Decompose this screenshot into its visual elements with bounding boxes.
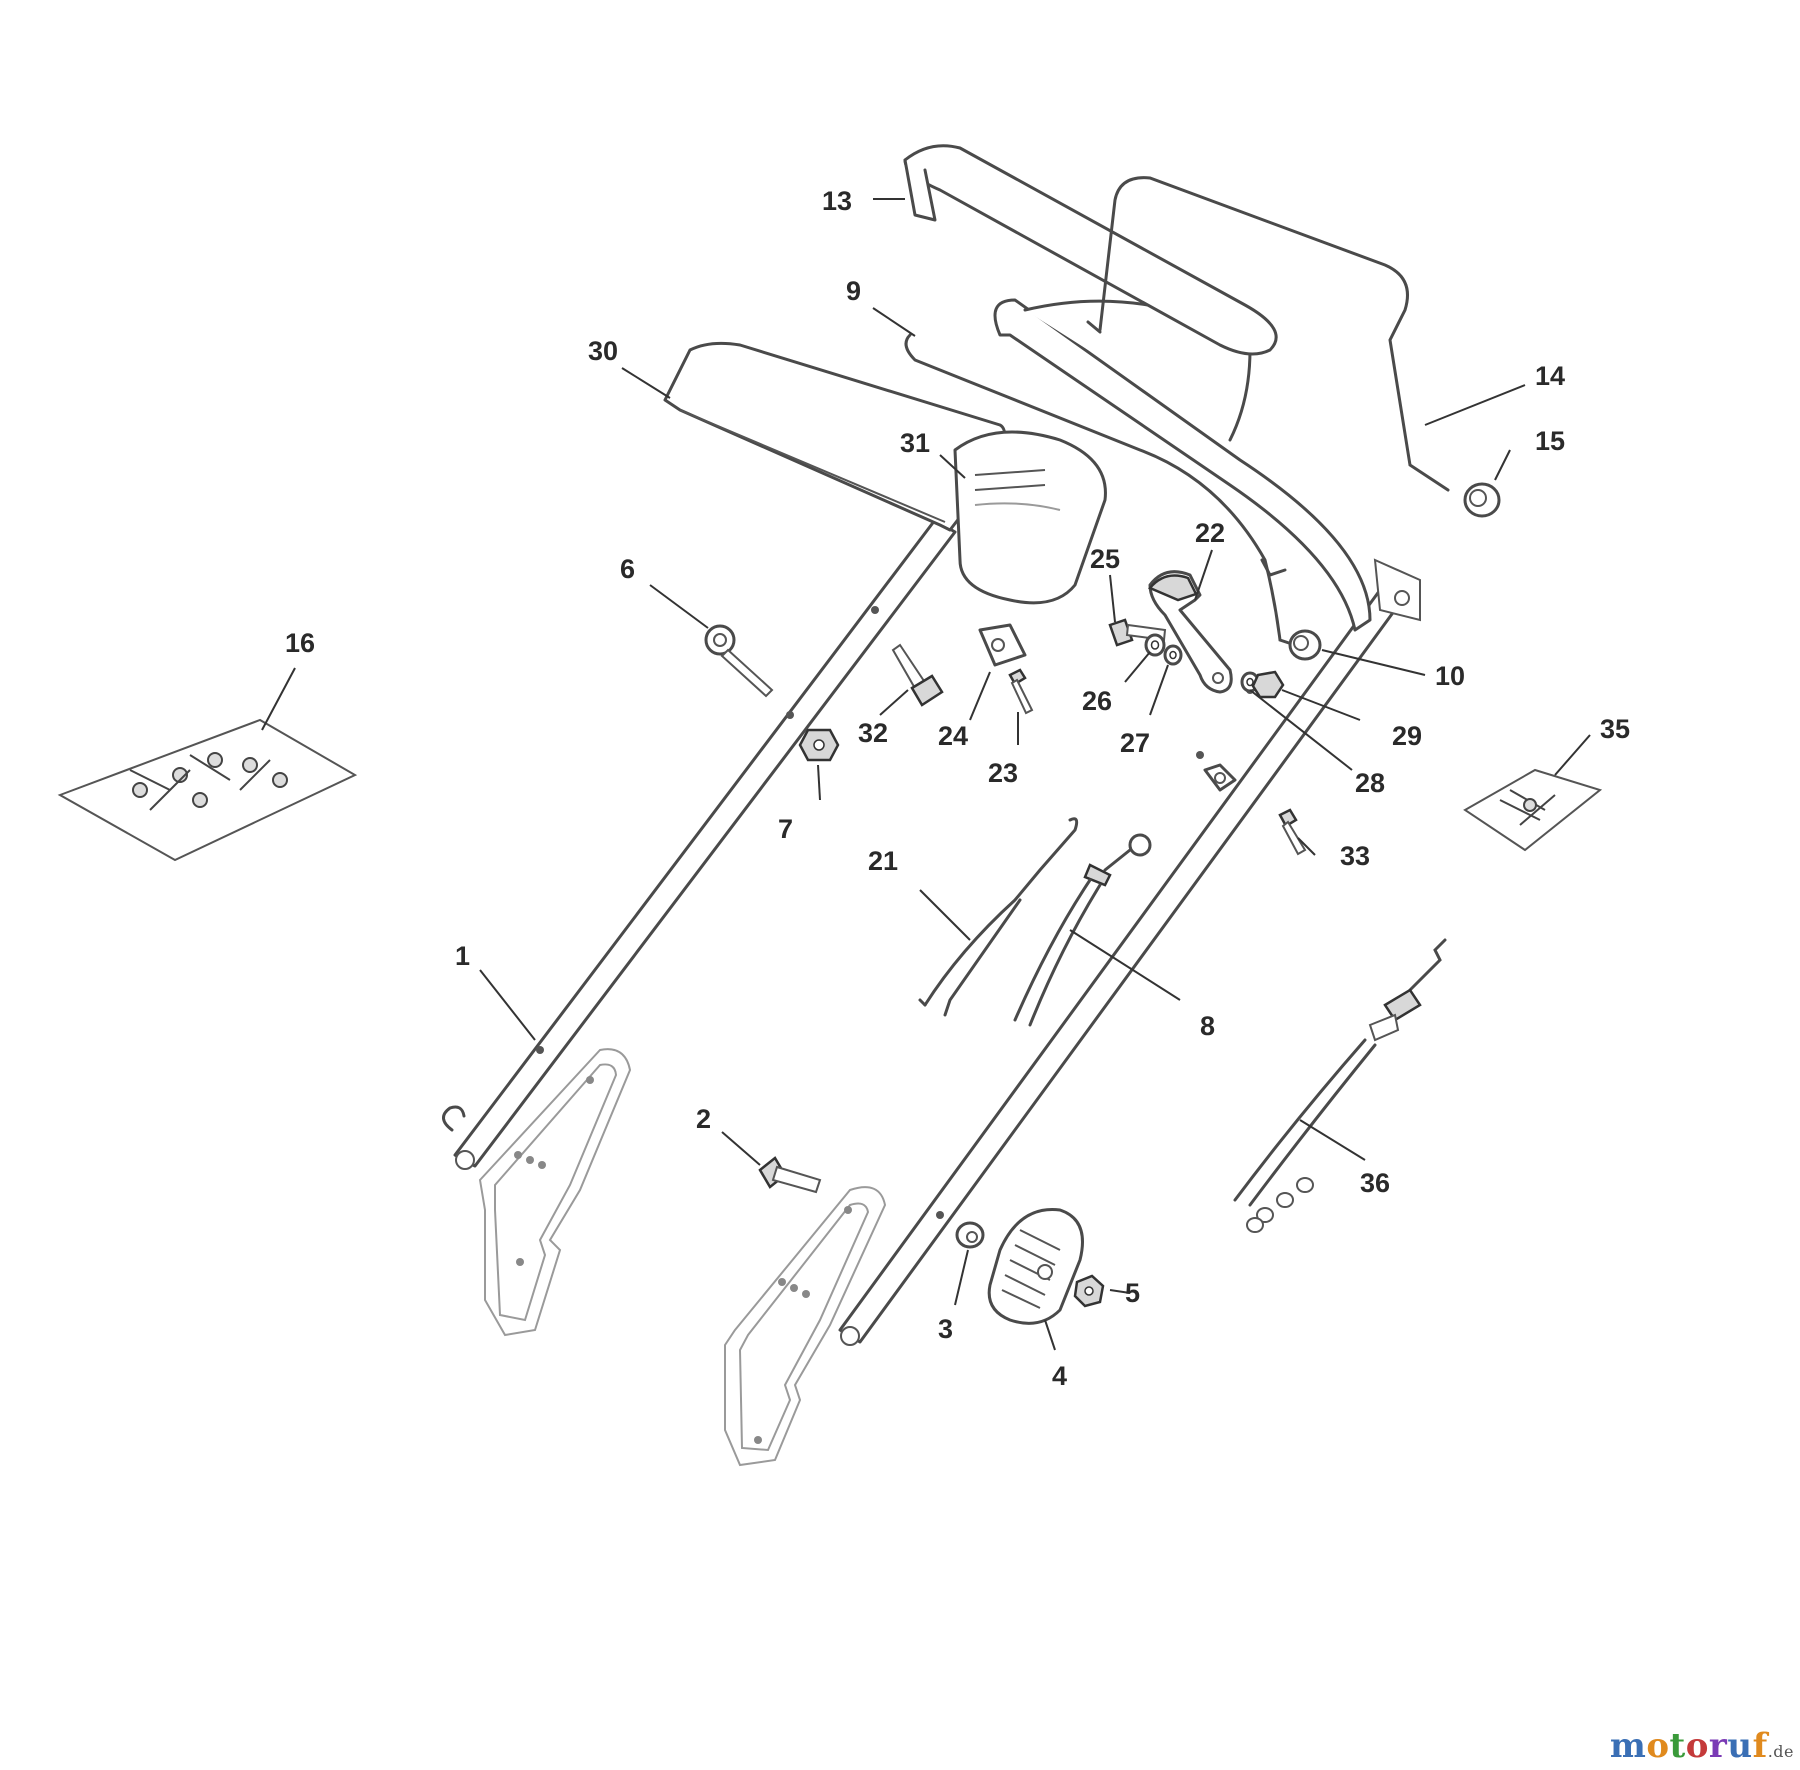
watermark-letter: r xyxy=(1708,1726,1728,1766)
lower-handle-frame xyxy=(442,518,1402,1346)
small-hardware-bag xyxy=(1463,768,1603,852)
flange-bolt xyxy=(955,1221,985,1249)
control-bail-rod xyxy=(1086,176,1450,492)
cable-bracket xyxy=(1203,763,1237,792)
callout-3: 3 xyxy=(938,1314,953,1344)
brake-lever-wire xyxy=(904,333,1297,647)
callout-31: 31 xyxy=(900,428,930,458)
cable-8 xyxy=(1013,833,1152,1027)
hardware-bag xyxy=(57,718,358,862)
nut xyxy=(798,728,840,762)
callout-2: 2 xyxy=(696,1104,711,1134)
pin-with-ring xyxy=(704,624,774,698)
watermark-letter: o xyxy=(1646,1726,1670,1766)
screw-23 xyxy=(1008,668,1034,715)
callout-9: 9 xyxy=(846,276,861,306)
watermark-letter: f xyxy=(1752,1726,1768,1766)
lever xyxy=(1147,570,1233,694)
callout-23: 23 xyxy=(988,758,1018,788)
callout-5: 5 xyxy=(1125,1278,1140,1308)
bolt-2 xyxy=(758,1156,822,1194)
screw-33 xyxy=(1278,808,1307,856)
watermark-letter: o xyxy=(1685,1726,1709,1766)
callout-33: 33 xyxy=(1340,841,1370,871)
callout-15: 15 xyxy=(1535,426,1565,456)
callout-13: 13 xyxy=(822,186,852,216)
cable-36 xyxy=(1233,938,1447,1233)
bushing xyxy=(1288,629,1322,661)
cable-21 xyxy=(918,817,1079,1017)
callout-1: 1 xyxy=(455,941,470,971)
callout-24: 24 xyxy=(938,721,968,751)
callout-10: 10 xyxy=(1435,661,1465,691)
callout-32: 32 xyxy=(858,718,888,748)
callout-14: 14 xyxy=(1535,361,1565,391)
callout-16: 16 xyxy=(285,628,315,658)
callout-30: 30 xyxy=(588,336,618,366)
callout-36: 36 xyxy=(1360,1168,1390,1198)
callout-35: 35 xyxy=(1600,714,1630,744)
callout-6: 6 xyxy=(620,554,635,584)
watermark-letter: m xyxy=(1609,1726,1647,1766)
callout-21: 21 xyxy=(868,846,898,876)
watermark-letter: t xyxy=(1669,1726,1686,1766)
clip xyxy=(978,623,1027,667)
callout-4: 4 xyxy=(1052,1361,1067,1391)
watermark-suffix: .de xyxy=(1767,1742,1794,1761)
leader-lines xyxy=(261,198,1591,1351)
watermark-letter: u xyxy=(1727,1726,1753,1766)
nut-5 xyxy=(1073,1274,1105,1308)
right-bracket-plate xyxy=(724,1186,887,1467)
callout-28: 28 xyxy=(1355,768,1385,798)
callout-29: 29 xyxy=(1392,721,1422,751)
callout-numbers: 1 2 3 4 5 6 7 8 9 10 13 14 15 16 21 22 2… xyxy=(285,186,1630,1391)
nut-29 xyxy=(1251,670,1285,699)
washer-27 xyxy=(1163,644,1183,666)
callout-8: 8 xyxy=(1200,1011,1215,1041)
control-box-housing xyxy=(953,430,1107,605)
callout-27: 27 xyxy=(1120,728,1150,758)
callout-7: 7 xyxy=(778,814,793,844)
watermark-logo: motoruf.de xyxy=(1610,1726,1794,1766)
left-bracket-plate xyxy=(478,1048,632,1337)
console-cover xyxy=(663,341,1007,532)
handle-knob xyxy=(987,1208,1084,1325)
screw-32 xyxy=(891,643,944,707)
upper-handle xyxy=(903,144,1421,632)
callout-25: 25 xyxy=(1090,544,1120,574)
callout-22: 22 xyxy=(1195,518,1225,548)
washer-26 xyxy=(1144,633,1166,657)
end-cap xyxy=(1463,482,1501,518)
callout-26: 26 xyxy=(1082,686,1112,716)
